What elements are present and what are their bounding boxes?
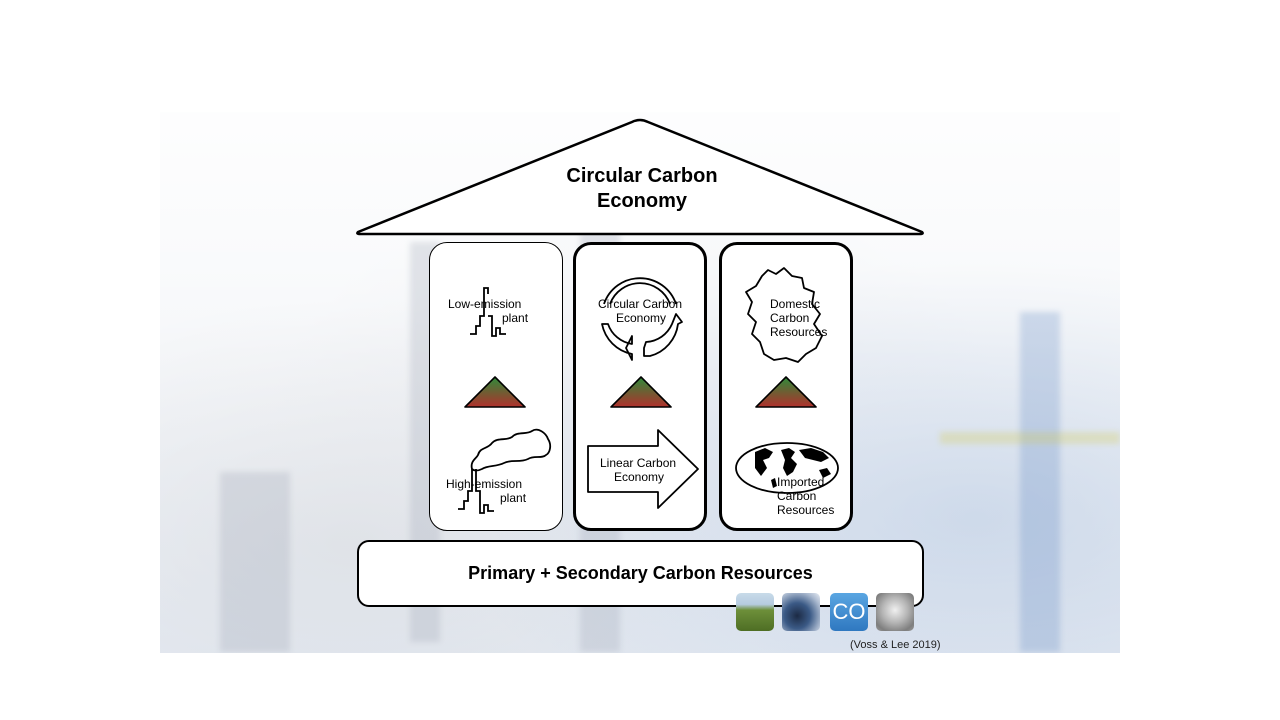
transition-triangle-economy	[610, 376, 672, 408]
waste-photo-icon	[876, 593, 914, 631]
transition-triangle-plants	[464, 376, 526, 408]
germany-map-icon	[745, 267, 823, 363]
transition-triangle-resources	[755, 376, 817, 408]
right-arrow-icon	[587, 429, 699, 509]
high-emission-plant-icon	[458, 428, 552, 514]
low-emission-plant-icon	[470, 287, 506, 337]
high-emission-label-line2: plant	[500, 491, 527, 505]
high-emission-label-line1: High-emission	[446, 477, 523, 491]
imported-label-line1: Imported	[777, 475, 825, 489]
base-foundation: Primary + Secondary Carbon Resources	[357, 540, 924, 607]
low-emission-label-line1: Low-emission	[448, 297, 522, 311]
world-map-icon	[735, 442, 839, 494]
roof-triangle	[356, 118, 924, 236]
low-emission-label-line2: plant	[502, 311, 529, 325]
domestic-label-line3: Resources	[770, 325, 828, 339]
citation: (Voss & Lee 2019)	[850, 639, 941, 651]
co2-text: CO	[832, 599, 866, 624]
coal-photo-icon	[782, 593, 820, 631]
circular-economy-label-line2: Economy	[616, 311, 667, 325]
imported-label-line2: Carbon	[777, 489, 817, 503]
roof-title-line1: Circular Carbon	[566, 165, 718, 187]
roof-title: Circular Carbon Economy	[500, 164, 784, 214]
circular-arrows-icon	[601, 277, 683, 361]
base-label: Primary + Secondary Carbon Resources	[468, 563, 813, 583]
co2-photo-icon: CO	[830, 593, 868, 631]
circular-economy-label-line1: Circular Carbon	[598, 297, 683, 311]
grassland-photo-icon	[736, 593, 774, 631]
linear-economy-label-line1: Linear Carbon	[600, 456, 677, 470]
roof-title-line2: Economy	[596, 190, 688, 212]
linear-economy-label-line2: Economy	[614, 470, 665, 484]
imported-label-line3: Resources	[777, 503, 835, 517]
domestic-label-line2: Carbon	[770, 311, 810, 325]
domestic-label-line1: Domestic	[770, 297, 821, 311]
